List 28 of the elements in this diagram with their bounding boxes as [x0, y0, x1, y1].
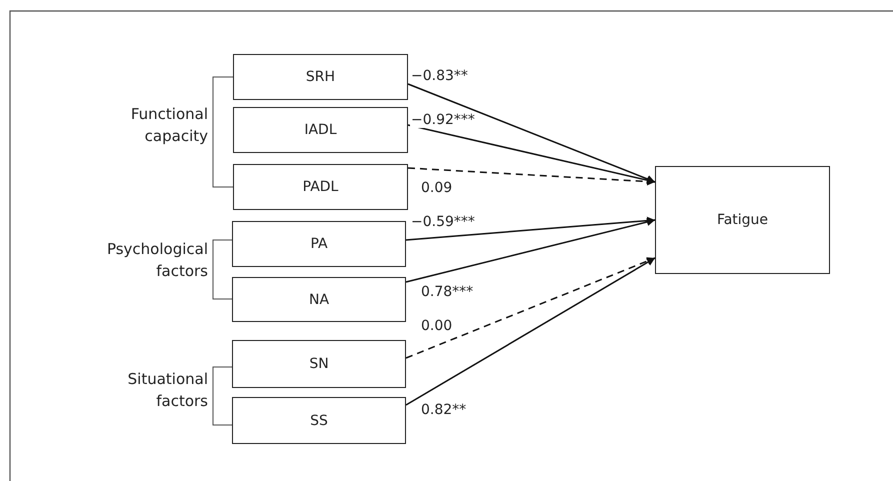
coefficient-label: −0.83**: [410, 68, 469, 84]
variable-box: [232, 340, 406, 388]
group-label: Situational factors: [126, 369, 208, 412]
variable-box: [232, 221, 406, 267]
arrow: [406, 216, 656, 241]
variable-box: [655, 166, 830, 274]
variable-label: PADL: [302, 179, 338, 195]
variable-label: SN: [309, 356, 329, 372]
arrow: [406, 257, 656, 406]
variable-label: Fatigue: [716, 212, 768, 228]
dashed-arrow: [408, 167, 656, 186]
arrow: [408, 83, 656, 183]
variable-box: [232, 277, 406, 322]
variable-label: PA: [310, 236, 328, 252]
variable-label: NA: [308, 292, 330, 308]
coefficient-label: −0.92***: [410, 112, 476, 128]
variable-label: IADL: [304, 122, 337, 138]
variable-label: SRH: [306, 69, 336, 85]
variable-label: SS: [310, 412, 328, 428]
arrow: [408, 124, 656, 184]
group-label: Psychological factors: [106, 239, 208, 282]
dashed-arrow: [406, 257, 656, 359]
variable-box: [233, 164, 408, 210]
arrow: [406, 218, 656, 283]
variable-box: [232, 397, 406, 444]
variable-box: [233, 54, 408, 100]
variable-box: [233, 107, 408, 153]
group-label: Functional capacity: [130, 104, 208, 147]
